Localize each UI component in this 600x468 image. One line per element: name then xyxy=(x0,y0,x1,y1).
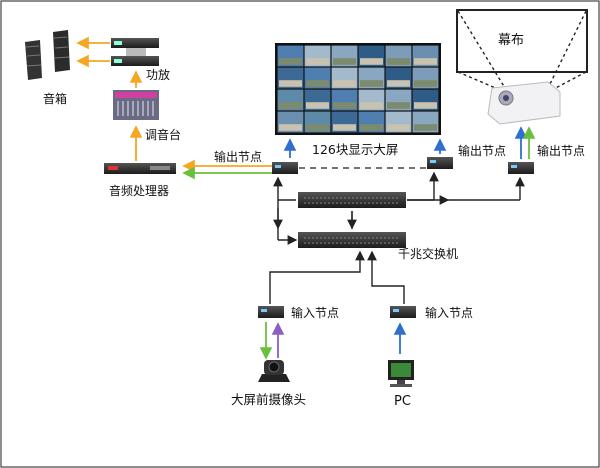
audio-lines xyxy=(76,36,273,180)
video-wall-tile-scene xyxy=(414,58,437,65)
output-node-left-label: 输出节点 xyxy=(214,150,263,164)
video-wall-tile-scene xyxy=(333,58,356,65)
video-wall-tile-scene xyxy=(306,80,329,87)
output-node-right-label: 输出节点 xyxy=(537,144,586,158)
video-wall-tile-scene xyxy=(279,124,302,131)
camera-icon xyxy=(258,360,290,382)
video-wall-tile-scene xyxy=(333,102,356,109)
output-node-mid-label: 输出节点 xyxy=(458,144,507,158)
video-wall xyxy=(275,43,441,135)
video-wall-tile-scene xyxy=(387,102,410,109)
video-wall-tile-scene xyxy=(360,58,383,65)
speakers-label: 音箱 xyxy=(43,92,68,106)
audio-processor-icon xyxy=(104,163,176,174)
projector-icon xyxy=(487,81,561,125)
video-wall-tile-scene xyxy=(279,80,302,87)
network-lines xyxy=(269,171,525,304)
video-wall-tile-scene xyxy=(414,80,437,87)
amplifier-label: 功放 xyxy=(146,68,171,82)
video-wall-tile-scene xyxy=(387,80,410,87)
video-wall-tile-scene xyxy=(360,124,383,131)
switch-lower-icon xyxy=(298,232,406,248)
video-lines xyxy=(283,126,536,159)
video-wall-tile-scene xyxy=(279,58,302,65)
source-lines xyxy=(259,322,407,360)
amplifier-icon xyxy=(111,38,159,66)
video-wall-tile-scene xyxy=(360,102,383,109)
video-wall-tile-scene xyxy=(306,58,329,65)
video-wall-tile-scene xyxy=(306,124,329,131)
speakers-icon xyxy=(25,30,70,80)
video-wall-tile-scene xyxy=(333,80,356,87)
video-wall-tile-scene xyxy=(387,58,410,65)
input-node-left-label: 输入节点 xyxy=(291,306,340,320)
switch-label: 千兆交换机 xyxy=(398,247,459,261)
mixer-icon xyxy=(113,90,159,120)
projection-screen xyxy=(456,9,588,93)
video-wall-tile-scene xyxy=(360,80,383,87)
input-node-right-icon xyxy=(390,306,416,318)
mixer-label: 调音台 xyxy=(145,128,182,142)
camera-label: 大屏前摄像头 xyxy=(231,392,307,407)
input-node-right-label: 输入节点 xyxy=(425,306,474,320)
pc-icon xyxy=(388,360,414,387)
screen-label: 幕布 xyxy=(498,33,525,48)
switch-upper-icon xyxy=(298,192,406,208)
audio-processor-label: 音频处理器 xyxy=(109,184,170,198)
video-wall-label: 126块显示大屏 xyxy=(312,142,399,157)
video-wall-tile-scene xyxy=(306,102,329,109)
output-node-left-icon xyxy=(272,162,298,174)
video-wall-tile-scene xyxy=(414,102,437,109)
pc-label: PC xyxy=(394,394,411,409)
input-node-left-icon xyxy=(258,306,284,318)
output-node-mid-icon xyxy=(427,157,453,169)
video-wall-tile-scene xyxy=(279,102,302,109)
video-wall-tile-scene xyxy=(387,124,410,131)
output-node-right-icon xyxy=(508,162,534,174)
video-wall-tile-scene xyxy=(333,124,356,131)
video-wall-tile-scene xyxy=(414,124,437,131)
